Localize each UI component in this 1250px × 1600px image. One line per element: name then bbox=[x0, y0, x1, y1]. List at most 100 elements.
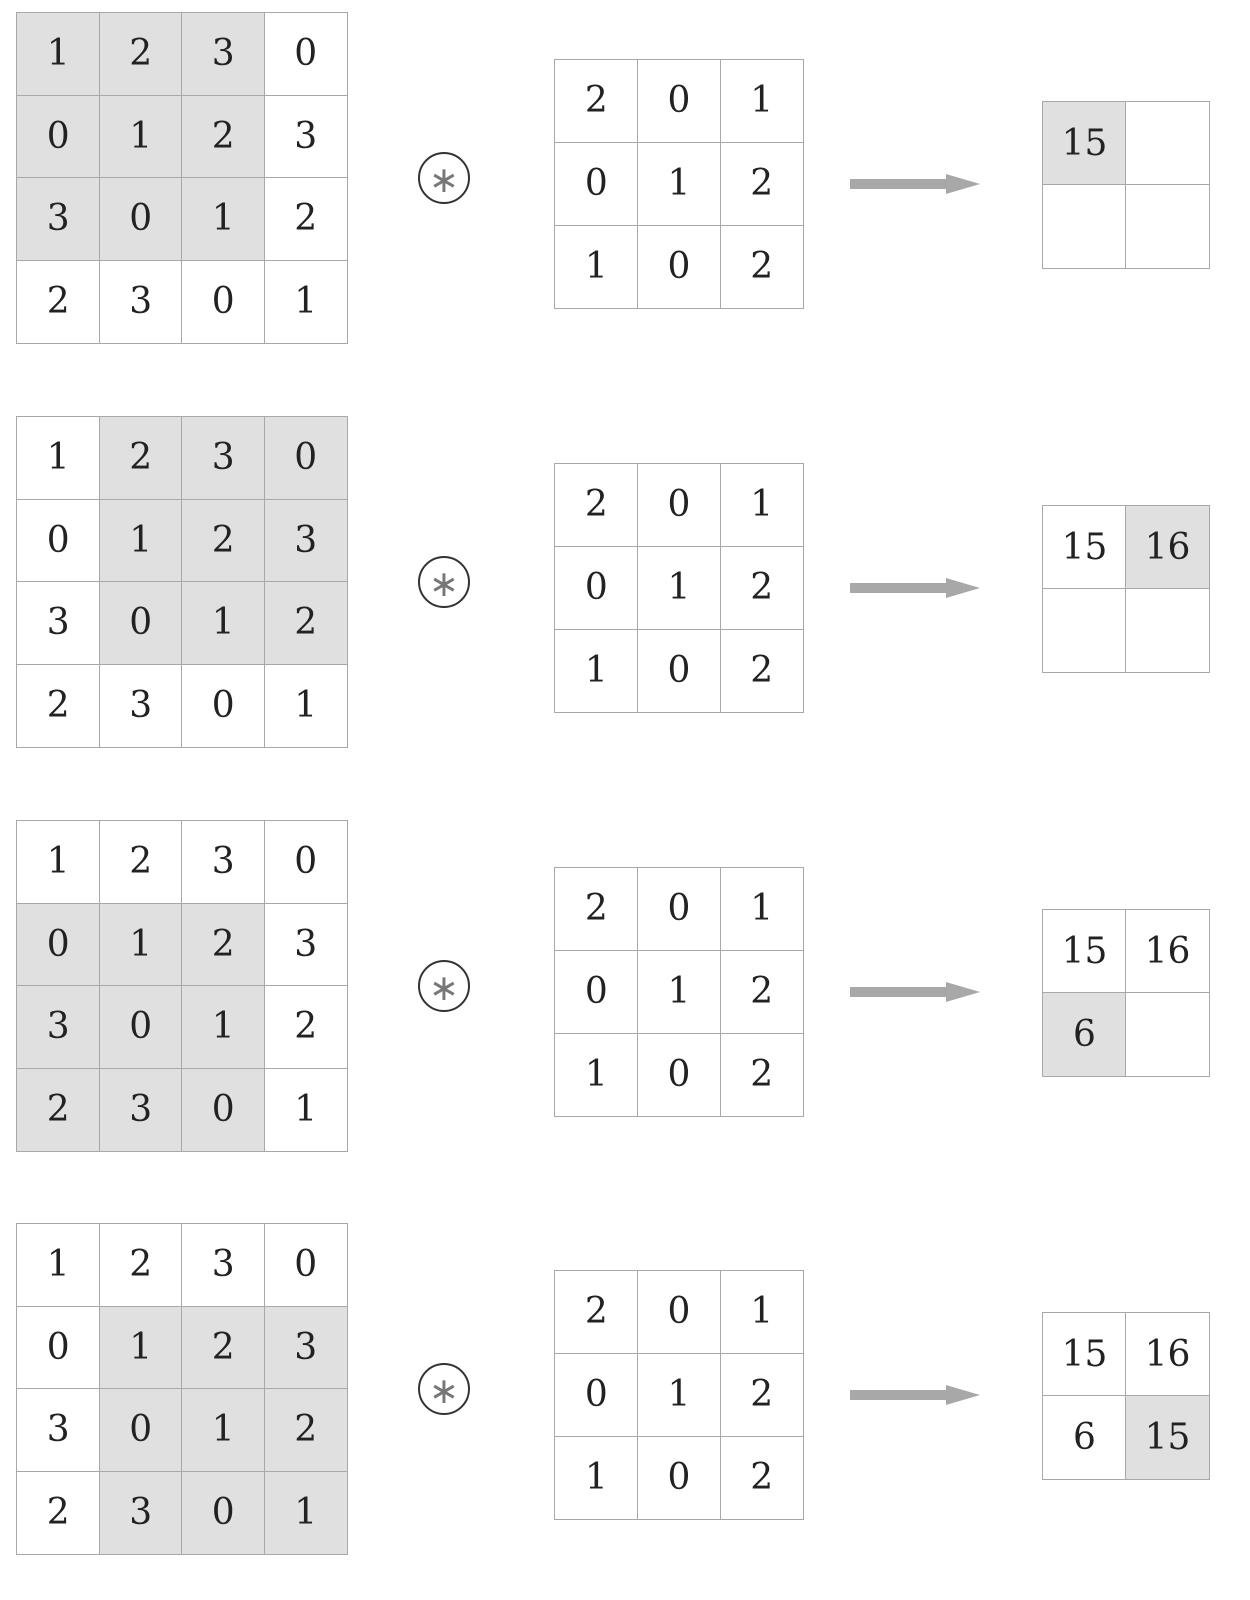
arrow-head bbox=[946, 982, 980, 1002]
input-cell: 2 bbox=[263, 177, 348, 262]
kernel-cell: 0 bbox=[554, 141, 639, 227]
input-cell: 3 bbox=[16, 581, 101, 666]
input-cell-window: 2 bbox=[181, 902, 266, 987]
input-cell: 2 bbox=[98, 1223, 183, 1308]
input-cell: 0 bbox=[16, 498, 101, 583]
input-cell-window: 0 bbox=[263, 416, 348, 501]
input-cell-window: 1 bbox=[98, 498, 183, 583]
output-cell-current: 15 bbox=[1042, 101, 1127, 186]
output-cell bbox=[1125, 588, 1210, 673]
kernel-cell: 1 bbox=[636, 545, 722, 631]
input-cell-window: 1 bbox=[98, 902, 183, 987]
input-cell-window: 1 bbox=[181, 177, 266, 262]
input-cell-window: 1 bbox=[98, 94, 183, 179]
input-cell: 2 bbox=[16, 663, 101, 748]
kernel-cell: 0 bbox=[554, 545, 639, 631]
kernel-cell: 0 bbox=[636, 1270, 722, 1355]
kernel-cell: 0 bbox=[636, 59, 722, 144]
output-cell: 15 bbox=[1042, 909, 1127, 994]
input-cell-window: 2 bbox=[181, 94, 266, 179]
input-cell: 0 bbox=[16, 1305, 101, 1390]
kernel-cell: 1 bbox=[719, 463, 804, 548]
input-cell: 0 bbox=[263, 12, 348, 97]
input-cell-window: 2 bbox=[263, 1388, 348, 1473]
kernel-cell: 2 bbox=[719, 949, 804, 1035]
kernel-cell: 0 bbox=[636, 463, 722, 548]
input-cell: 3 bbox=[181, 820, 266, 905]
input-cell: 0 bbox=[263, 1223, 348, 1308]
right-arrow-icon bbox=[850, 174, 980, 194]
input-cell-window: 3 bbox=[98, 1067, 183, 1152]
output-cell: 16 bbox=[1125, 909, 1210, 994]
input-cell-window: 0 bbox=[16, 902, 101, 987]
kernel-cell: 0 bbox=[636, 1032, 722, 1117]
output-cell bbox=[1042, 588, 1127, 673]
input-cell: 3 bbox=[16, 1388, 101, 1473]
input-cell-window: 0 bbox=[98, 177, 183, 262]
arrow-head bbox=[946, 1385, 980, 1405]
convolution-operator-icon: ∗ bbox=[418, 960, 470, 1012]
input-cell: 2 bbox=[98, 820, 183, 905]
kernel-cell: 1 bbox=[636, 949, 722, 1035]
input-cell-window: 2 bbox=[16, 1067, 101, 1152]
kernel-cell: 0 bbox=[636, 224, 722, 309]
kernel-cell: 2 bbox=[719, 1352, 804, 1438]
output-cell-current: 15 bbox=[1125, 1395, 1210, 1480]
kernel-cell: 2 bbox=[554, 59, 639, 144]
asterisk-symbol: ∗ bbox=[428, 968, 460, 1009]
kernel-cell: 1 bbox=[719, 59, 804, 144]
output-cell bbox=[1125, 992, 1210, 1077]
input-cell-window: 3 bbox=[181, 416, 266, 501]
input-cell-window: 3 bbox=[263, 498, 348, 583]
input-cell: 2 bbox=[16, 259, 101, 344]
input-cell-window: 0 bbox=[16, 94, 101, 179]
input-cell: 2 bbox=[16, 1470, 101, 1555]
kernel-cell: 2 bbox=[719, 545, 804, 631]
input-cell-window: 1 bbox=[263, 1470, 348, 1555]
kernel-cell: 2 bbox=[719, 628, 804, 713]
input-cell-window: 0 bbox=[98, 581, 183, 666]
output-cell: 16 bbox=[1125, 1312, 1210, 1397]
input-cell: 1 bbox=[263, 1067, 348, 1152]
output-cell-current: 6 bbox=[1042, 992, 1127, 1077]
kernel-cell: 1 bbox=[719, 1270, 804, 1355]
output-cell: 6 bbox=[1042, 1395, 1127, 1480]
kernel-cell: 2 bbox=[719, 224, 804, 309]
output-cell: 15 bbox=[1042, 1312, 1127, 1397]
input-cell: 3 bbox=[98, 663, 183, 748]
output-cell bbox=[1125, 184, 1210, 269]
input-cell-window: 1 bbox=[181, 581, 266, 666]
input-cell-window: 1 bbox=[16, 12, 101, 97]
input-cell: 1 bbox=[16, 820, 101, 905]
kernel-cell: 2 bbox=[554, 463, 639, 548]
kernel-cell: 1 bbox=[636, 141, 722, 227]
arrow-shaft bbox=[850, 987, 950, 997]
output-cell bbox=[1125, 101, 1210, 186]
input-cell-window: 3 bbox=[16, 177, 101, 262]
input-cell: 0 bbox=[263, 820, 348, 905]
asterisk-symbol: ∗ bbox=[428, 160, 460, 201]
input-cell: 3 bbox=[181, 1223, 266, 1308]
convolution-operator-icon: ∗ bbox=[418, 152, 470, 204]
asterisk-symbol: ∗ bbox=[428, 1371, 460, 1412]
arrow-shaft bbox=[850, 179, 950, 189]
input-cell-window: 0 bbox=[98, 985, 183, 1070]
kernel-cell: 2 bbox=[719, 1032, 804, 1117]
input-cell: 1 bbox=[263, 259, 348, 344]
input-cell: 1 bbox=[16, 416, 101, 501]
input-cell-window: 0 bbox=[181, 1470, 266, 1555]
input-cell: 2 bbox=[263, 985, 348, 1070]
input-cell-window: 3 bbox=[98, 1470, 183, 1555]
output-cell-current: 16 bbox=[1125, 505, 1210, 590]
kernel-cell: 0 bbox=[554, 1352, 639, 1438]
kernel-cell: 0 bbox=[554, 949, 639, 1035]
input-cell-window: 1 bbox=[181, 1388, 266, 1473]
